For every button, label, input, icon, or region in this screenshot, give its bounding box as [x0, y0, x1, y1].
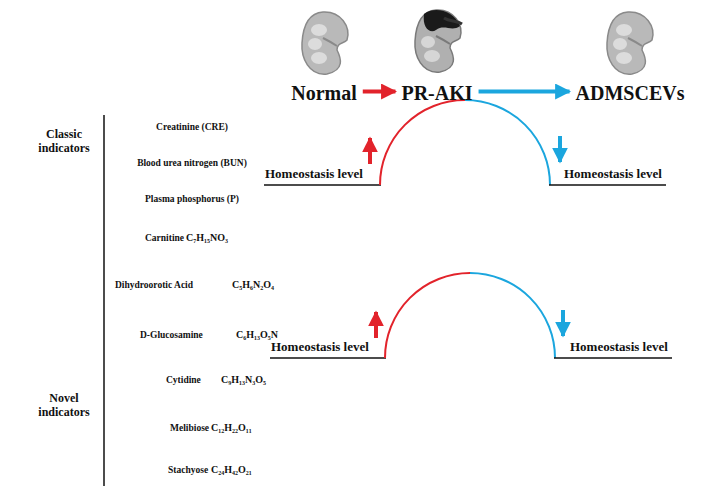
indicator-label: Plasma phosphorus (P)	[145, 194, 239, 205]
stage-label: PR-AKI	[401, 82, 472, 105]
indicator-label: C₂₄H₄₂O₂₁	[211, 464, 252, 476]
group-label: Novel indicators	[29, 392, 99, 420]
group-label: Classic indicators	[29, 128, 99, 156]
divider-line	[103, 115, 105, 486]
indicator-label: Cytidine	[166, 375, 201, 386]
indicator-label: Creatinine (CRE)	[156, 122, 228, 133]
indicator-label: C₅H₆N₂O₄	[232, 279, 274, 291]
indicator-label: C₉H₁₃N₃O₅	[221, 374, 266, 386]
indicator-label: Dihydroorotic Acid	[115, 280, 193, 291]
stage-label: ADMSCEVs	[576, 82, 685, 105]
indicator-label: Carnitine	[145, 233, 184, 244]
baseline-label: Homeostasis level	[265, 167, 363, 182]
indicator-label: C₇H₁₅NO₃	[186, 232, 228, 244]
progress-arrow	[479, 90, 570, 94]
trend-curve	[270, 273, 672, 358]
indicator-label: C₆H₁₃O₅N	[236, 329, 278, 341]
stage-name: PR-AKI	[401, 82, 472, 105]
indicator-label: C₁₂H₂₂O₁₁	[211, 422, 252, 434]
stage-name: Normal	[291, 82, 357, 105]
indicator-label: Blood urea nitrogen (BUN)	[137, 158, 247, 169]
progress-arrow	[363, 90, 396, 94]
baseline-label: Homeostasis level	[564, 167, 662, 182]
kidney-icon	[607, 12, 653, 74]
indicator-label: Stachyose	[168, 465, 208, 476]
trend-curve	[264, 100, 666, 185]
indicator-label: Melibiose	[170, 423, 209, 434]
injured-kidney-icon	[415, 10, 462, 72]
stage-label: Normal	[291, 82, 357, 105]
indicator-label: D-Glucosamine	[140, 330, 203, 341]
baseline-label: Homeostasis level	[271, 340, 369, 355]
stage-name: ADMSCEVs	[576, 82, 685, 105]
kidney-icon	[302, 12, 348, 74]
baseline-label: Homeostasis level	[570, 340, 668, 355]
